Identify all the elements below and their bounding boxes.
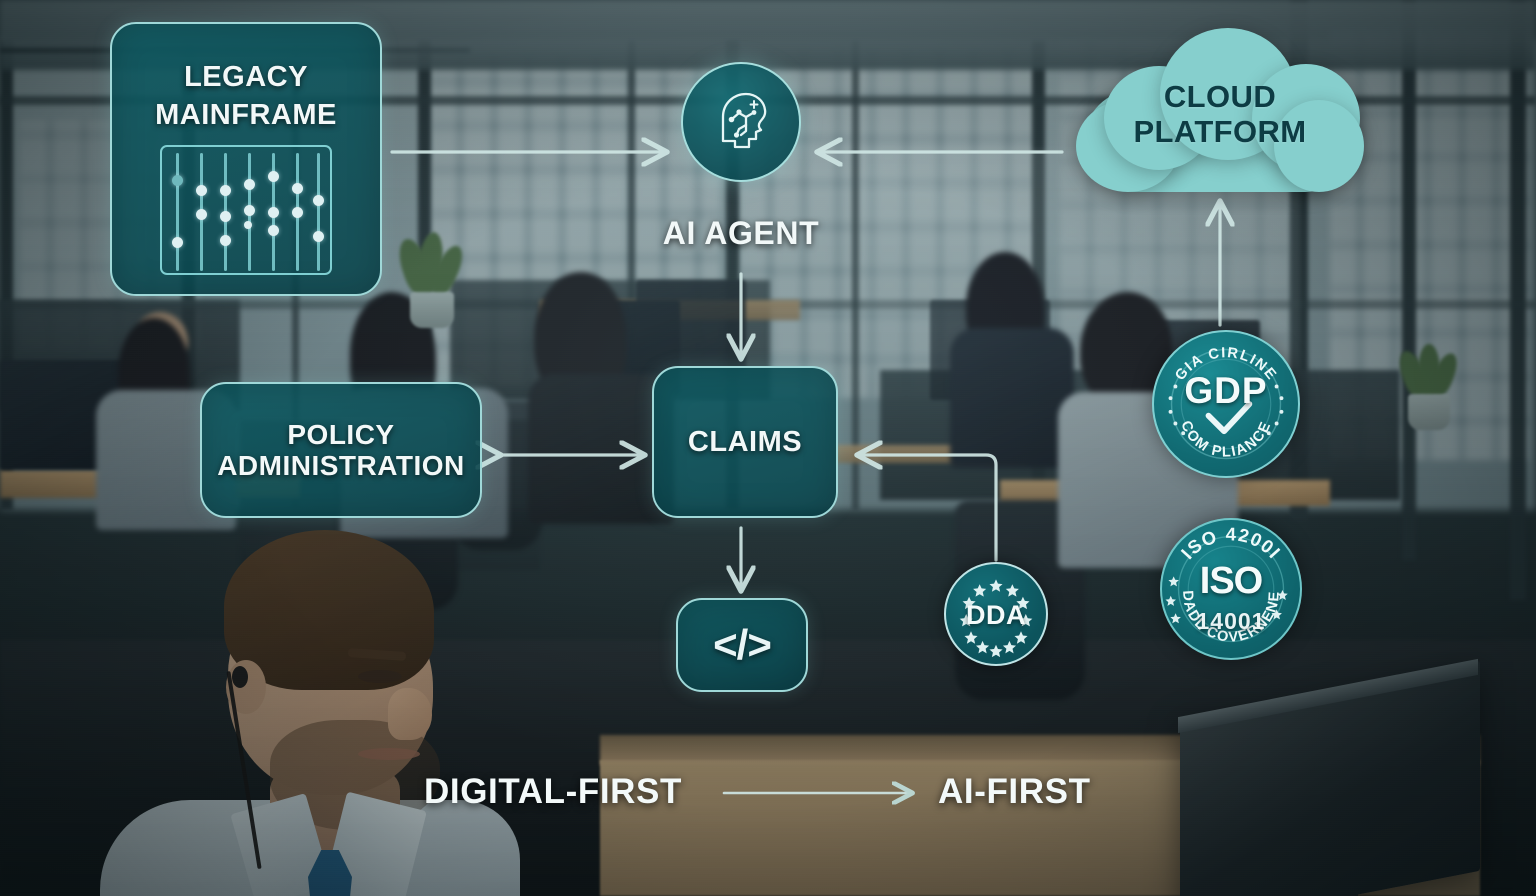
- node-code[interactable]: </>: [676, 598, 808, 692]
- iso-arc-top: ISO 4200I: [1177, 523, 1284, 563]
- checkmark-icon: [1205, 401, 1253, 435]
- iso-subtitle: 14001: [1196, 608, 1266, 634]
- node-ai-agent[interactable]: [681, 62, 801, 182]
- eu-stars-icon: [959, 579, 1033, 658]
- abacus-icon: [160, 145, 332, 276]
- code-brackets-icon: </>: [713, 621, 772, 668]
- policy-admin-label-line2: ADMINISTRATION: [217, 450, 465, 481]
- badge-dda[interactable]: DDA: [944, 562, 1048, 666]
- ai-agent-label: AI AGENT: [662, 215, 820, 251]
- cloud-icon: [1076, 28, 1364, 194]
- connector-dda-to-claims: [860, 455, 998, 562]
- claims-label: CLAIMS: [687, 425, 803, 458]
- gdpr-arc-bottom: COM PLIANCE: [1177, 419, 1273, 461]
- badge-iso-certification[interactable]: ISO 4200I DADL COVERNENE ISO 14001: [1160, 518, 1302, 660]
- label-digital-first: DIGITAL-FIRST: [424, 772, 682, 811]
- node-cloud-platform[interactable]: CLOUD PLATFORM: [1076, 28, 1364, 194]
- dda-center-label: DDA: [966, 600, 1026, 630]
- node-policy-administration[interactable]: POLICY ADMINISTRATION: [200, 382, 482, 518]
- svg-text:COM PLIANCE: COM PLIANCE: [1177, 419, 1274, 461]
- policy-admin-label-line1: POLICY: [287, 418, 395, 450]
- gdpr-center-label: GDP: [1184, 370, 1268, 411]
- node-claims[interactable]: CLAIMS: [652, 366, 838, 518]
- ai-head-circuit-icon: [721, 92, 767, 149]
- badge-gdpr-compliance[interactable]: GIA CIRLINE COM PLIANCE GDP: [1152, 330, 1300, 478]
- legacy-mainframe-label-line1: LEGACY: [184, 60, 308, 93]
- label-ai-first: AI-FIRST: [938, 772, 1091, 811]
- gdpr-arc-text: GIA CIRLINE COM PLIANCE: [1168, 345, 1284, 461]
- iso-arc-text: ISO 4200I DADL COVERNENE: [1165, 523, 1288, 646]
- svg-text:ISO 4200I: ISO 4200I: [1177, 523, 1286, 563]
- cloud-platform-label-line2: PLATFORM: [1133, 113, 1307, 149]
- legacy-mainframe-label-line2: MAINFRAME: [155, 99, 337, 131]
- cloud-platform-label-line1: CLOUD: [1163, 79, 1277, 114]
- iso-center-label: ISO: [1199, 560, 1263, 602]
- node-legacy-mainframe[interactable]: LEGACY MAINFRAME: [110, 22, 382, 296]
